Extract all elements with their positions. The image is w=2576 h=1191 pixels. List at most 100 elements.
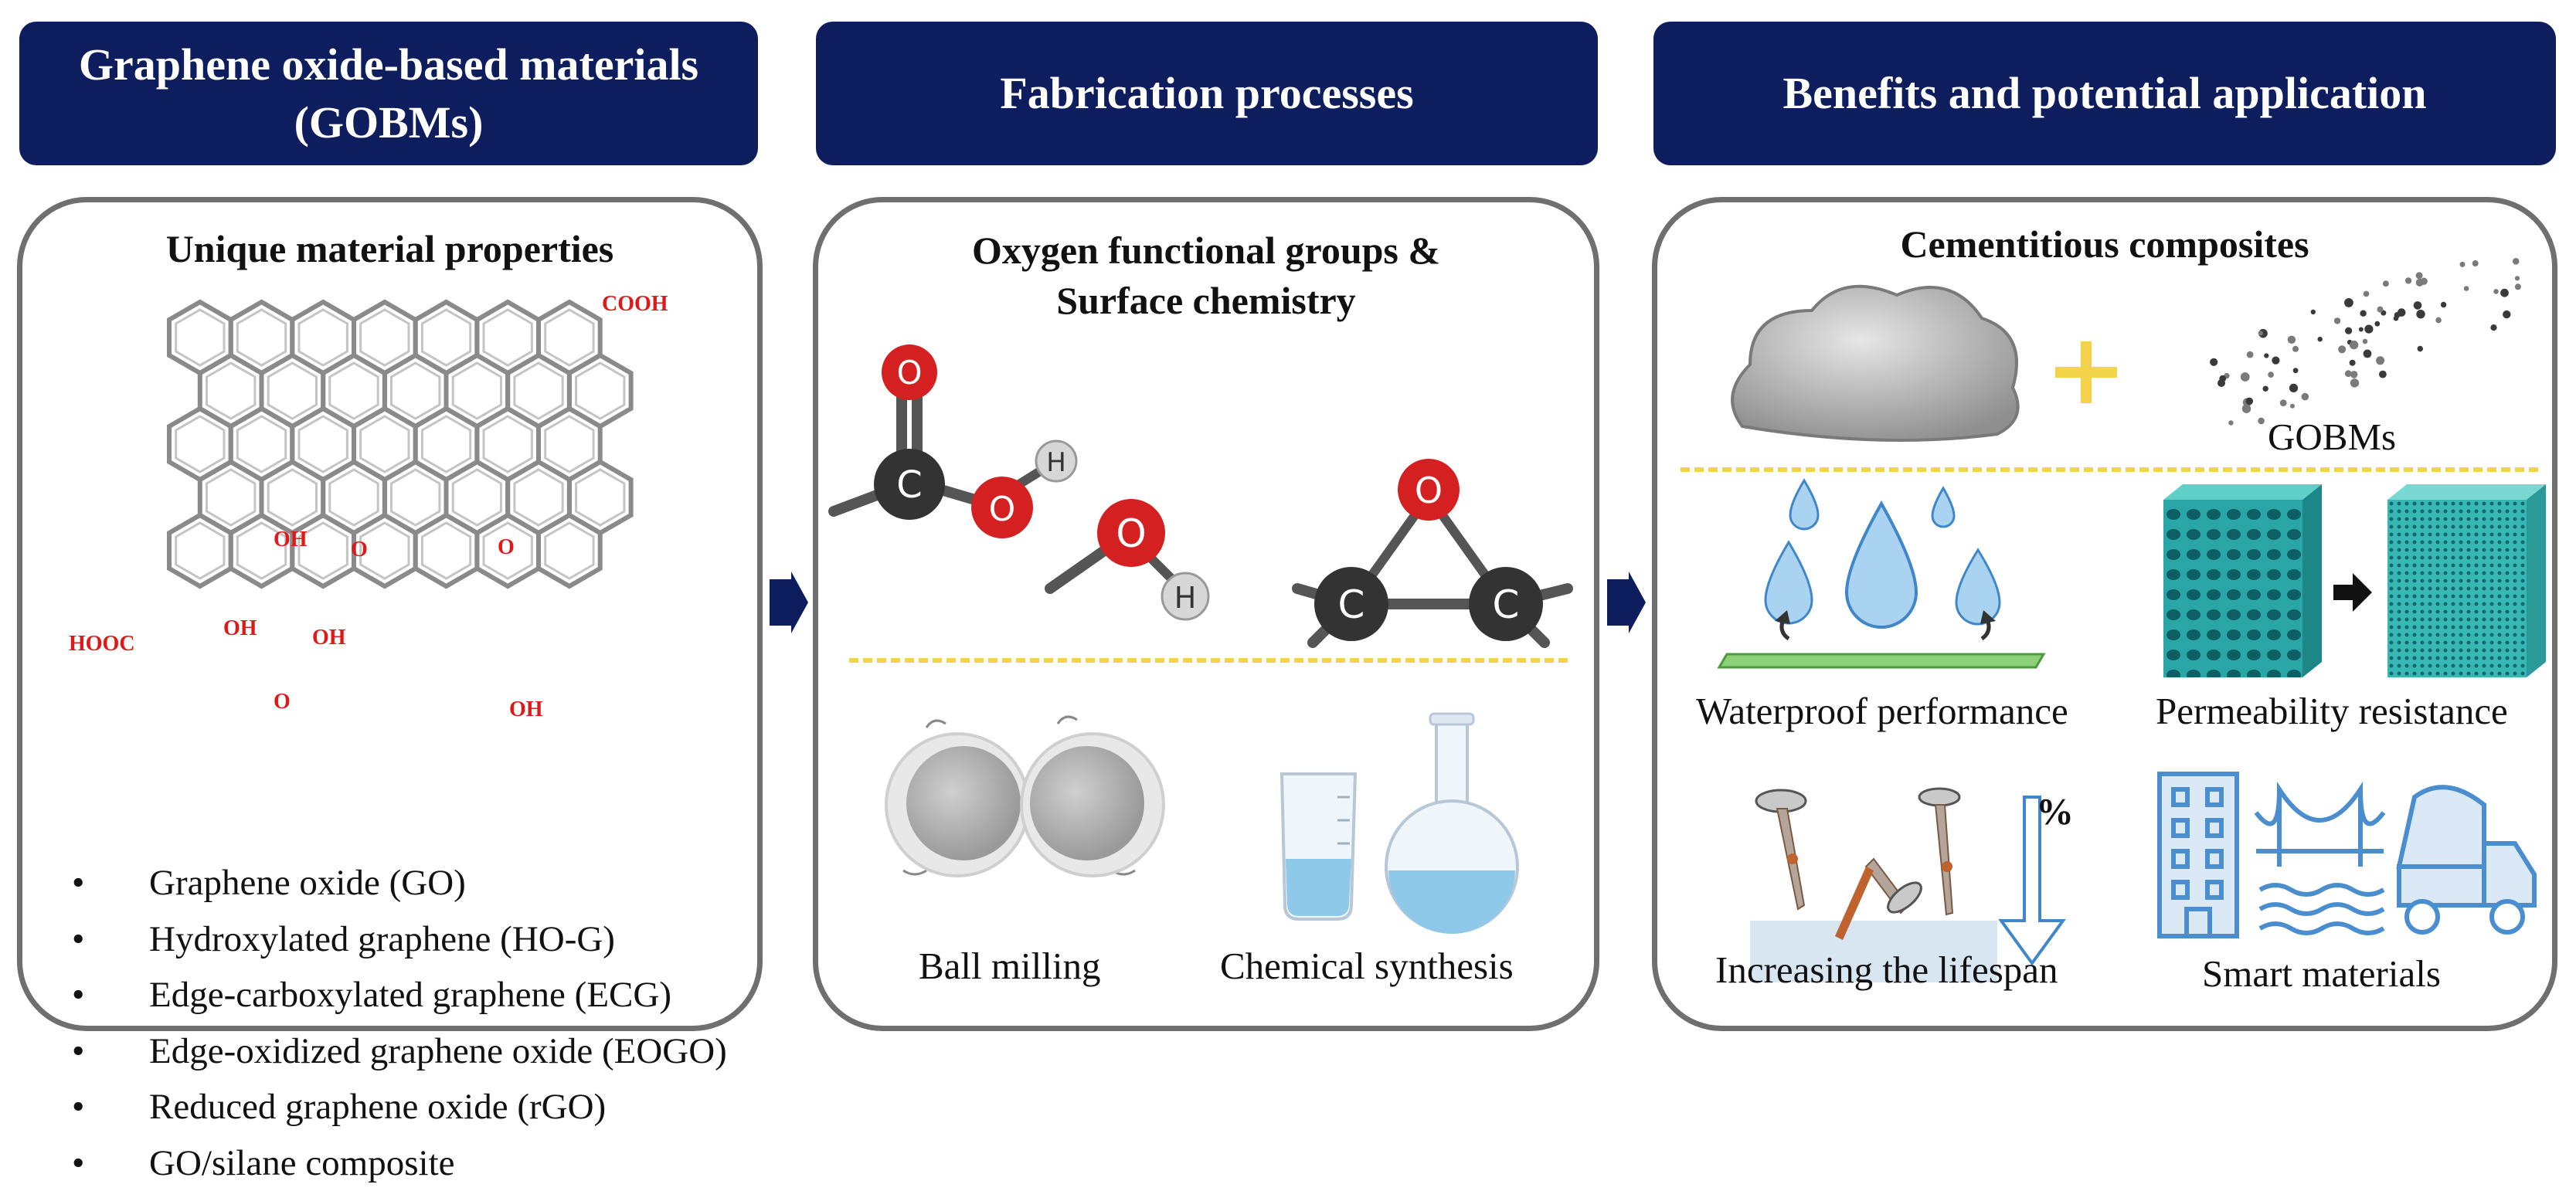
functional-group-label: OH [223,616,257,640]
hexagon-inner [299,310,347,365]
gobm-dot [2311,310,2316,314]
cement-cloud-icon [1727,272,2036,450]
hexagon-inner [453,470,501,525]
gobm-dot [2219,375,2226,382]
gobm-dot [2258,418,2265,425]
gobm-dot [2364,325,2373,334]
list-item: •Reduced graphene oxide (rGO) [72,1079,727,1135]
gobm-dot [2363,339,2368,344]
panel-fabrication: Oxygen functional groups & Surface chemi… [813,197,1599,1031]
hexagon-inner [392,363,440,419]
carbon-label: C [896,463,923,507]
gobm-dot [2460,262,2466,267]
gobm-dot [2350,360,2356,366]
gobm-dot [2360,310,2366,317]
hydroxyl-group-icon: O H [1042,488,1243,658]
hexagon-ring [416,515,477,586]
gobm-dot [2503,310,2510,318]
gobm-dot [2405,277,2411,283]
dashed-divider [1681,467,2538,472]
gobm-dot [2338,345,2346,353]
hexagon-inner [422,416,470,472]
plus-icon [2051,338,2121,407]
hexagon-inner [576,470,624,525]
gobm-dot [2318,337,2323,341]
left-panel-title: Unique material properties [22,224,757,274]
gobms-label: GOBMs [2268,415,2396,459]
functional-group-label: O [274,690,291,714]
hexagon-inner [453,363,501,419]
hexagon-inner [515,470,562,525]
water-drops-icon [1758,473,2082,674]
gobm-dot [2264,353,2268,358]
gobm-dot [2289,384,2298,392]
functional-group-label: O [351,538,368,562]
functional-group-label: HOOC [69,632,135,656]
hexagon-inner [484,416,532,472]
gobm-dot [2364,291,2370,297]
gobm-dot [2383,280,2389,287]
hexagon-inner [361,523,409,579]
gobm-dot [2500,289,2509,297]
oxygen-label: O [1415,470,1443,511]
gobm-dot [2379,371,2387,378]
hydrogen-label: H [1046,447,1066,478]
gobm-dot [2513,258,2520,265]
hexagon-inner [361,416,409,472]
gobm-dot [2515,276,2520,280]
gobm-dot [2414,301,2422,310]
gobm-dot [2376,356,2384,365]
carbon-label: C [1493,582,1520,627]
gobm-dot [2293,368,2299,373]
middle-title-line1: Oxygen functional groups & [818,226,1594,276]
carbon-label: C [1338,582,1365,627]
arrow-right-icon [1607,572,1646,633]
gobm-dot [2364,350,2372,358]
gobm-dot [2228,420,2233,425]
hexagon-inner [515,363,562,419]
list-item: •Hydroxylated graphene (HO-G) [72,911,727,968]
gobm-dot [2350,378,2359,387]
list-item: •Edge-oxidized graphene oxide (EOGO) [72,1023,727,1080]
gobm-dot [2398,308,2406,317]
gobm-dot [2359,327,2364,332]
middle-title-line2: Surface chemistry [818,276,1594,326]
percent-label: % [2036,789,2074,833]
hexagon-inner [576,363,624,419]
gobm-dot [2241,372,2250,382]
bridge-icon [2256,789,2384,933]
functional-group-label: OH [509,697,543,721]
hexagon-inner [545,416,593,472]
gobm-dot [2472,260,2479,266]
oxygen-label: O [1116,511,1146,556]
gobm-dot [2416,310,2425,318]
ball-mill-icon [880,704,1174,890]
gobm-dot [2435,317,2442,324]
hexagon-inner [176,523,224,579]
gobm-dot [2263,386,2268,392]
gobm-dot [2416,279,2424,287]
gobm-dot [2272,357,2279,365]
mixer-truck-icon [2399,787,2534,932]
gobm-dot [2247,351,2254,358]
gobm-dot [2490,324,2496,331]
oxygen-label: O [896,354,922,392]
functional-group-label: OH [274,528,308,551]
hexagon-inner [392,470,440,525]
gobm-dot [2246,398,2254,405]
gobm-dot [2280,399,2287,406]
gobm-dot [2493,289,2499,294]
epoxy-group-icon: O C C [1282,434,1591,650]
gobm-dot [2464,286,2469,291]
gobm-dot [2374,321,2380,327]
oxygen-label: O [989,490,1016,529]
hexagon-inner [176,310,224,365]
hexagon-inner [237,310,285,365]
functional-group-label: OH [312,626,346,650]
lifespan-label: Increasing the lifespan [1715,948,2058,992]
gobm-dot [2344,298,2353,307]
hexagon-inner [545,310,593,365]
smart-materials-icon [2152,766,2538,952]
smart-materials-label: Smart materials [2202,952,2441,996]
